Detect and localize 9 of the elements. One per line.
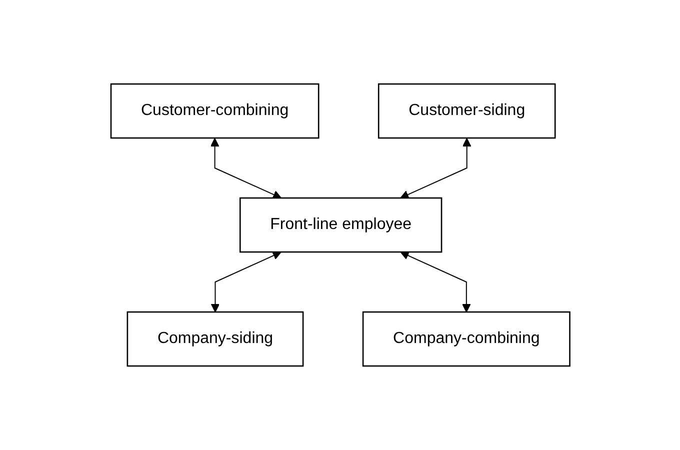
arrow: [210, 251, 281, 312]
node-box: Company-siding: [126, 311, 304, 367]
node-box: Company-combining: [362, 311, 570, 367]
arrow: [210, 138, 282, 199]
node-box: Customer-siding: [378, 83, 556, 139]
node-box: Customer-combining: [110, 83, 319, 139]
arrow: [400, 138, 471, 199]
node-box: Front-line employee: [239, 197, 442, 253]
arrow: [400, 251, 470, 312]
